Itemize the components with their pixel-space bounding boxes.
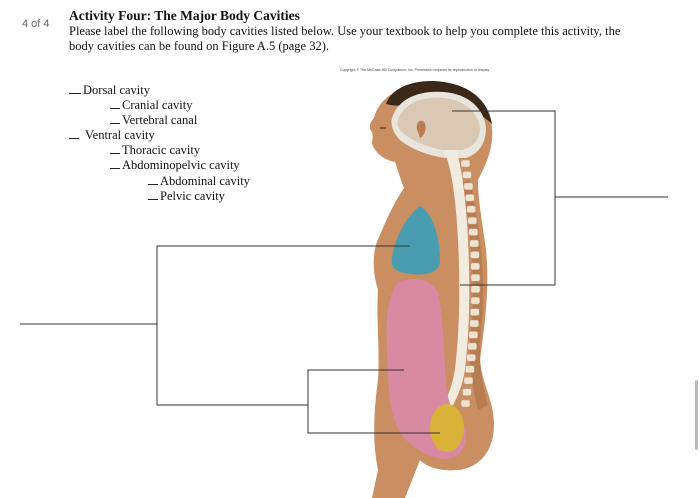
vertebra: [465, 194, 475, 202]
vertebra: [462, 171, 472, 179]
leader-thoracic: [156, 245, 410, 406]
cavity-item-abdominopelvic: Abdominopelvic cavity: [110, 158, 240, 172]
thoracic-cavity: [391, 206, 440, 275]
answer-blank[interactable]: [148, 183, 158, 185]
leader-lines: [20, 110, 668, 434]
cavity-label: Dorsal cavity: [83, 83, 150, 97]
vertebra: [470, 296, 480, 305]
answer-blank[interactable]: [69, 92, 81, 94]
vertebra: [470, 274, 481, 282]
vertebra: [463, 182, 474, 191]
vertebra: [468, 228, 479, 236]
vertebra: [465, 365, 475, 373]
cavity-label: Ventral cavity: [85, 128, 155, 142]
vertebra: [470, 262, 480, 271]
cavity-item-abdominal: Abdominal cavity: [148, 174, 250, 188]
vertebra: [462, 388, 472, 396]
scrollbar[interactable]: [695, 380, 698, 450]
answer-blank[interactable]: [110, 122, 120, 124]
vertebra: [469, 239, 479, 248]
activity-title: Activity Four: The Major Body Cavities: [69, 8, 300, 23]
activity-instructions: Please label the following body cavities…: [69, 24, 621, 53]
cavity-label: Thoracic cavity: [122, 143, 201, 157]
cavity-label: Cranial cavity: [122, 98, 193, 112]
cavity-item-cranial: Cranial cavity: [110, 98, 192, 112]
vertebra: [470, 308, 480, 316]
answer-blank[interactable]: [110, 167, 120, 169]
vertebra: [468, 331, 479, 339]
answer-blank[interactable]: [148, 198, 158, 200]
vertebra: [466, 354, 476, 362]
page-counter: 4 of 4: [22, 18, 50, 30]
cavity-item-ventral: Ventral cavity: [69, 128, 155, 142]
copyright-notice: Copyright © The McGraw-Hill Companies, I…: [340, 68, 490, 72]
vertebra: [460, 399, 471, 408]
ear: [416, 120, 426, 138]
vertebra: [460, 159, 471, 168]
vertebra: [463, 376, 474, 385]
answer-blank[interactable]: [69, 137, 79, 139]
cavity-label: Abdominal cavity: [160, 174, 250, 188]
vertebrae: [460, 159, 481, 408]
leader-cranial: [452, 110, 556, 286]
cavity-item-dorsal: Dorsal cavity: [69, 83, 150, 97]
leader-abdominal-pelvic: [307, 369, 440, 434]
vertebra: [466, 205, 476, 213]
pelvic-cavity: [430, 404, 464, 452]
answer-blank[interactable]: [110, 107, 120, 109]
cavity-label: Abdominopelvic cavity: [122, 158, 240, 172]
vertebra: [467, 216, 478, 225]
body-shadow: [462, 180, 488, 410]
cavity-item-thoracic: Thoracic cavity: [110, 143, 200, 157]
cavity-item-pelvic: Pelvic cavity: [148, 189, 225, 203]
cavity-label: Pelvic cavity: [160, 189, 225, 203]
vertebra: [470, 251, 480, 259]
vertebral-canal: [440, 150, 470, 414]
vertebra: [470, 285, 481, 293]
cavity-item-vertebral: Vertebral canal: [110, 113, 197, 127]
vertebra: [467, 342, 478, 351]
body-illustration: [369, 80, 494, 498]
vertebra: [469, 319, 479, 328]
cavity-label: Vertebral canal: [122, 113, 198, 127]
answer-blank[interactable]: [110, 152, 120, 154]
